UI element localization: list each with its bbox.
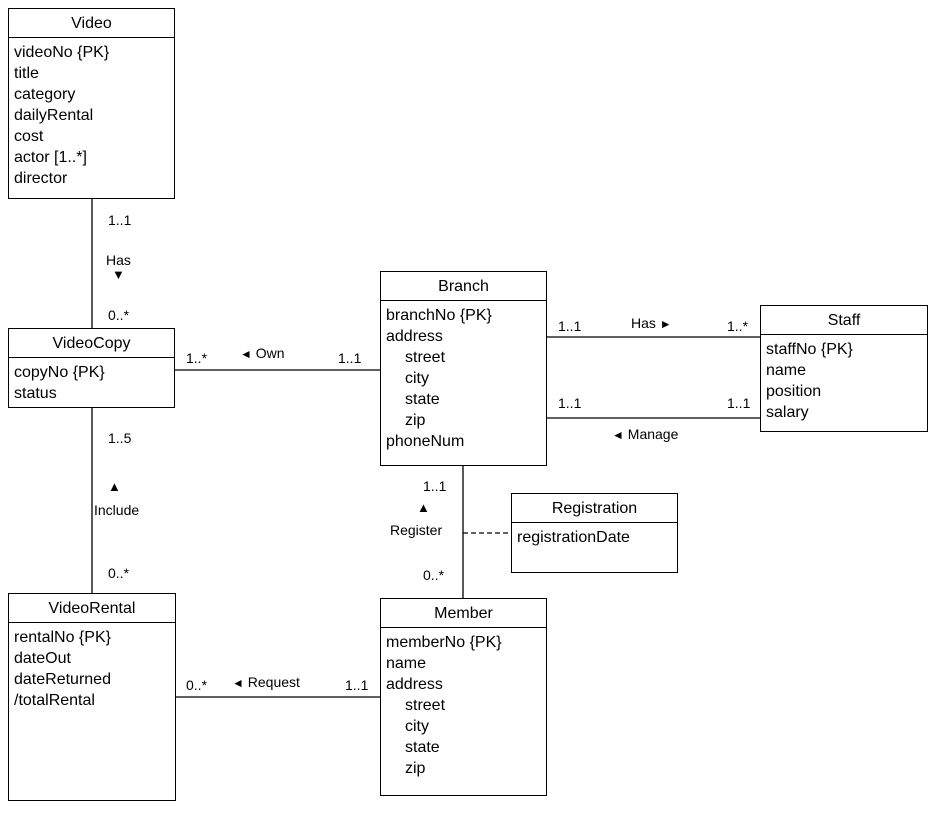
class-attribute: city bbox=[405, 718, 429, 735]
class-attribute: dailyRental bbox=[14, 107, 94, 124]
direction-arrow-down-icon: ▼ bbox=[112, 267, 125, 282]
class-registration[interactable]: Registration registrationDate bbox=[511, 493, 678, 573]
multiplicity-request-rental: 0..* bbox=[186, 677, 208, 693]
multiplicity-include-rental: 0..* bbox=[108, 565, 130, 581]
multiplicity-register-member: 0..* bbox=[423, 567, 445, 583]
class-attribute: staffNo {PK} bbox=[766, 341, 853, 358]
class-attribute: branchNo {PK} bbox=[386, 307, 492, 324]
attribute-list: copyNo {PK} status bbox=[9, 358, 174, 404]
multiplicity-include-copy: 1..5 bbox=[108, 430, 132, 446]
class-attribute: dateReturned bbox=[14, 671, 111, 688]
multiplicity-manage-branch: 1..1 bbox=[558, 395, 582, 411]
multiplicity-video-has-copy: 0..* bbox=[108, 307, 130, 323]
class-attribute: memberNo {PK} bbox=[386, 634, 502, 651]
class-attribute: address bbox=[386, 328, 443, 345]
association-label-own: ◄ Own bbox=[240, 345, 285, 362]
association-label-branch-has: Has ► bbox=[631, 315, 672, 332]
class-attribute: videoNo {PK} bbox=[14, 44, 110, 61]
class-name: Video bbox=[9, 9, 174, 38]
multiplicity-own-copy: 1..* bbox=[186, 350, 208, 366]
class-attribute: rentalNo {PK} bbox=[14, 629, 111, 646]
class-attribute: position bbox=[766, 383, 822, 400]
class-member[interactable]: Member memberNo {PK} name address street cit… bbox=[380, 598, 547, 796]
class-attribute: state bbox=[405, 739, 440, 756]
class-attribute: cost bbox=[14, 128, 44, 145]
class-attribute: salary bbox=[766, 404, 809, 421]
class-attribute: director bbox=[14, 170, 68, 187]
class-attribute: category bbox=[14, 86, 76, 103]
direction-arrow-right-icon: ► bbox=[659, 317, 672, 331]
class-name: Staff bbox=[761, 306, 927, 335]
attribute-list: registrationDate bbox=[512, 523, 677, 548]
association-label-video-has: Has bbox=[106, 252, 131, 268]
class-attribute: registrationDate bbox=[517, 529, 630, 546]
class-attribute: dateOut bbox=[14, 650, 71, 667]
multiplicity-manage-staff: 1..1 bbox=[727, 395, 751, 411]
class-attribute: city bbox=[405, 370, 429, 387]
direction-arrow-left-icon: ◄ bbox=[240, 347, 252, 361]
direction-arrow-left-icon: ◄ bbox=[612, 428, 624, 442]
attribute-list: staffNo {PK} name position salary bbox=[761, 335, 927, 423]
multiplicity-register-branch: 1..1 bbox=[423, 478, 447, 494]
attribute-list: rentalNo {PK} dateOut dateReturned/totalRe… bbox=[9, 623, 175, 711]
direction-arrow-up-icon: ▲ bbox=[417, 500, 430, 515]
class-video[interactable]: Video videoNo {PK} title category dailyRent… bbox=[8, 8, 175, 199]
association-name: Manage bbox=[627, 426, 679, 442]
class-attribute: title bbox=[14, 65, 39, 82]
association-label-register: Register bbox=[390, 522, 443, 538]
association-label-request: ◄ Request bbox=[232, 674, 300, 691]
direction-arrow-left-icon: ◄ bbox=[232, 676, 244, 690]
class-name: VideoCopy bbox=[9, 329, 174, 358]
association-label-manage: ◄ Manage bbox=[612, 426, 678, 443]
class-attribute: copyNo {PK} bbox=[14, 364, 105, 381]
attribute-list: videoNo {PK} title category dailyRental cost… bbox=[9, 38, 174, 189]
class-attribute: street bbox=[405, 349, 446, 366]
class-attribute: zip bbox=[405, 412, 426, 429]
attribute-list: memberNo {PK} name address street city state z… bbox=[381, 628, 546, 779]
multiplicity-own-branch: 1..1 bbox=[338, 350, 362, 366]
class-attribute: /totalRental bbox=[14, 692, 95, 709]
association-name: Request bbox=[247, 674, 300, 690]
multiplicity-branch-has-branch: 1..1 bbox=[558, 318, 582, 334]
association-label-include: Include bbox=[94, 502, 140, 518]
class-videocopy[interactable]: VideoCopy copyNo {PK} status bbox=[8, 328, 175, 408]
class-attribute: street bbox=[405, 697, 446, 714]
class-attribute: phoneNum bbox=[386, 433, 465, 450]
class-videorental[interactable]: VideoRental rentalNo {PK} dateOut dateRetu… bbox=[8, 593, 176, 801]
class-branch[interactable]: Branch branchNo {PK} address street city sta… bbox=[380, 271, 547, 466]
class-staff[interactable]: Staff staffNo {PK} name position salary bbox=[760, 305, 928, 432]
multiplicity-branch-has-staff: 1..* bbox=[727, 318, 749, 334]
class-name: VideoRental bbox=[9, 594, 175, 623]
multiplicity-request-member: 1..1 bbox=[345, 677, 369, 693]
multiplicity-video-has-video: 1..1 bbox=[108, 212, 132, 228]
class-attribute: name bbox=[766, 362, 807, 379]
class-attribute: address bbox=[386, 676, 443, 693]
association-name: Has bbox=[631, 315, 656, 331]
direction-arrow-up-icon: ▲ bbox=[108, 479, 121, 494]
class-attribute: status bbox=[14, 385, 57, 402]
class-name: Branch bbox=[381, 272, 546, 301]
association-name: Own bbox=[255, 345, 285, 361]
class-attribute: actor [1..*] bbox=[14, 149, 87, 166]
class-name: Registration bbox=[512, 494, 677, 523]
class-attribute: name bbox=[386, 655, 427, 672]
class-name: Member bbox=[381, 599, 546, 628]
class-attribute: state bbox=[405, 391, 440, 408]
attribute-list: branchNo {PK} address street city state zip ph… bbox=[381, 301, 546, 452]
class-attribute: zip bbox=[405, 760, 426, 777]
